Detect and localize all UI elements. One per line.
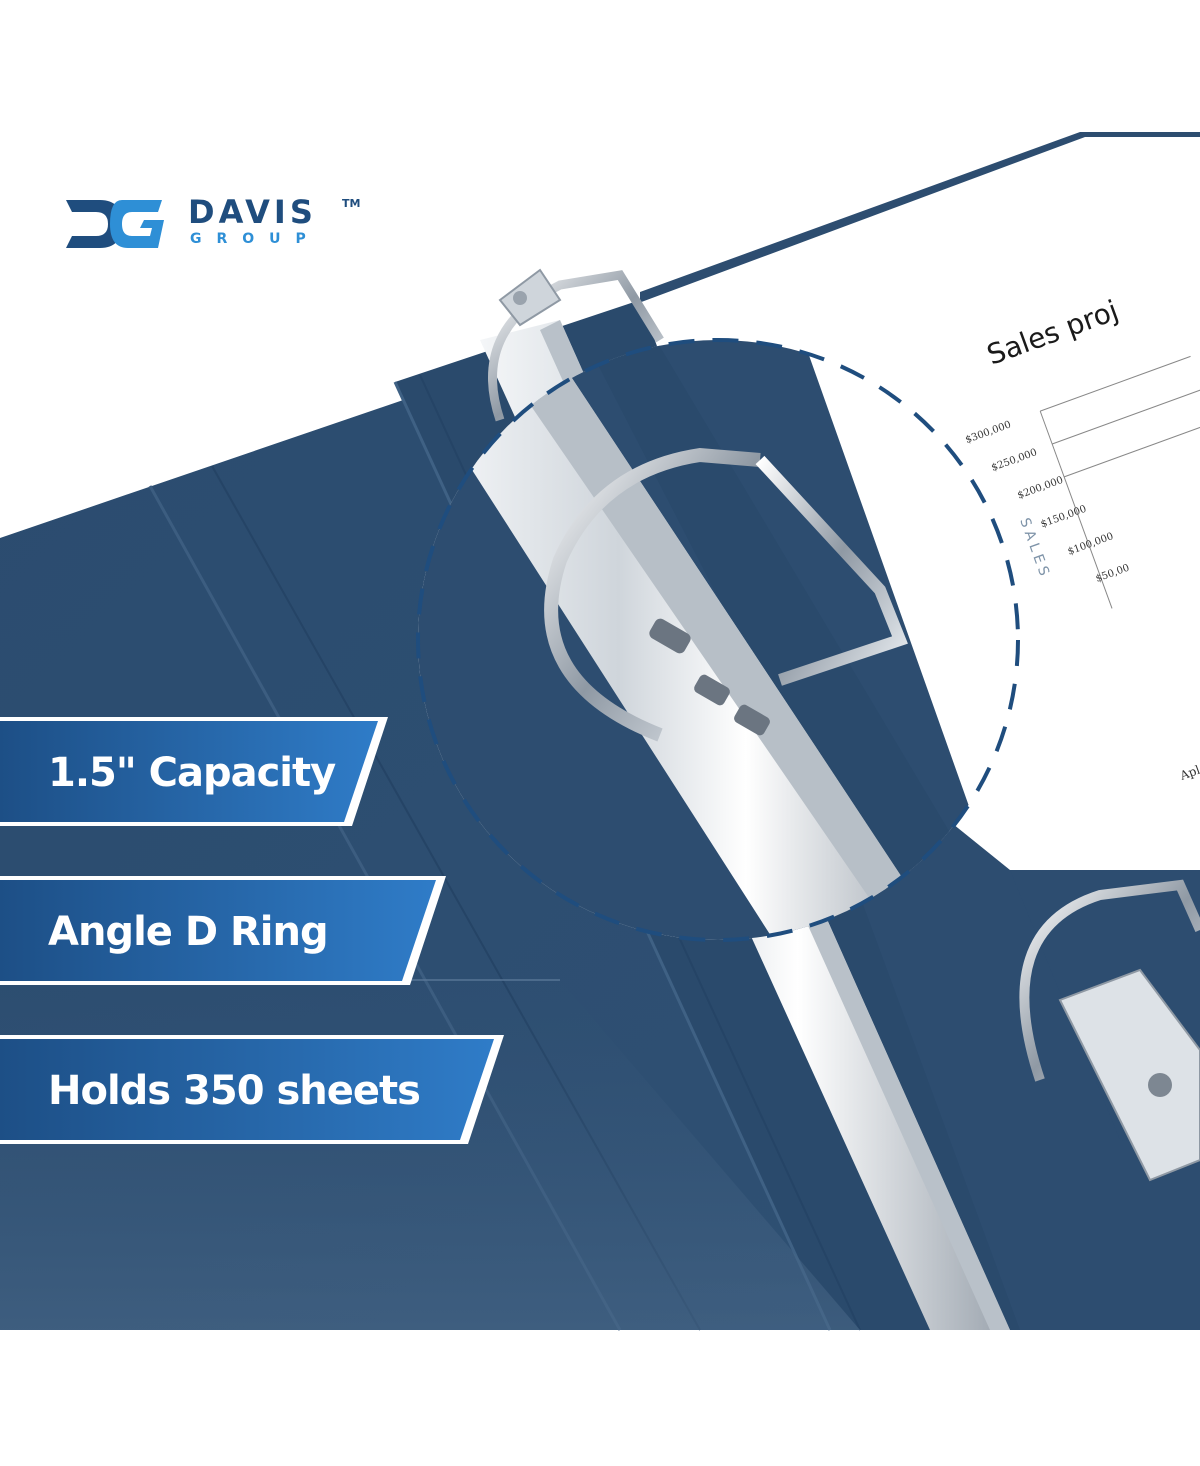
feature-badge-capacity: 1.5" Capacity <box>0 717 390 829</box>
feature-label: Holds 350 sheets <box>48 1068 421 1114</box>
sheet-footer: Apl <box>1177 763 1200 783</box>
brand-subname: GROUP <box>190 231 321 247</box>
badge-shape <box>0 880 436 981</box>
feature-label: 1.5" Capacity <box>48 750 336 796</box>
davis-group-logo: DAVIS TM GROUP <box>66 195 366 255</box>
feature-badge-ring: Angle D Ring <box>0 876 448 988</box>
badge-shape <box>0 721 378 822</box>
badge-shape <box>0 1039 494 1140</box>
zoom-circle-outline <box>416 338 1020 942</box>
zoom-detail <box>418 340 1018 940</box>
bottom-d-ring <box>1019 879 1200 1182</box>
trademark-mark: TM <box>342 197 361 210</box>
top-d-ring <box>488 268 664 422</box>
feature-badge-sheets: Holds 350 sheets <box>0 1035 506 1147</box>
brand-name: DAVIS <box>188 193 317 231</box>
logo-mark <box>66 200 164 248</box>
feature-label: Angle D Ring <box>48 909 329 955</box>
